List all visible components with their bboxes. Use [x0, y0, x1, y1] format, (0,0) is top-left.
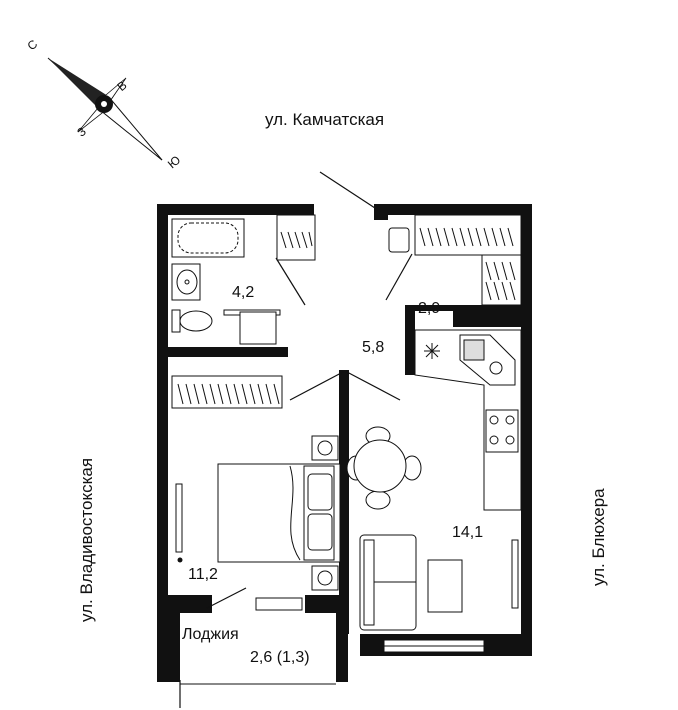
fridge-icon	[424, 343, 440, 359]
street-east-label: ул. Блюхера	[589, 488, 608, 586]
room-area-hallway: 5,8	[362, 339, 385, 356]
room-area-closet: 2,9	[418, 300, 441, 317]
washing-machine-icon	[239, 311, 277, 345]
room-area-kitchen-living: 14,1	[452, 524, 484, 541]
loggia-name-label: Лоджия	[182, 626, 239, 643]
bathtub-icon	[171, 218, 245, 258]
door-swings	[179, 171, 413, 708]
sofa-icon	[359, 534, 463, 631]
compass-rose-icon	[47, 57, 163, 161]
windows	[175, 483, 519, 685]
room-area-bathroom: 4,2	[232, 284, 255, 301]
bed-icon	[217, 435, 341, 591]
kitchen-sink-icon	[459, 334, 516, 386]
wardrobe-bedroom	[171, 375, 283, 409]
wardrobe-hallway	[276, 214, 316, 261]
dining-table-icon	[346, 426, 422, 510]
room-area-loggia: 2,6 (1,3)	[250, 649, 310, 666]
street-north-label: ул. Камчатская	[265, 110, 385, 129]
toilet-icon	[171, 309, 213, 333]
wardrobe-closet	[388, 214, 522, 306]
street-west-label: ул. Владивостокская	[77, 457, 96, 622]
sink-icon	[171, 263, 201, 301]
room-area-bedroom: 11,2	[188, 566, 218, 583]
inner-walls	[168, 305, 521, 682]
